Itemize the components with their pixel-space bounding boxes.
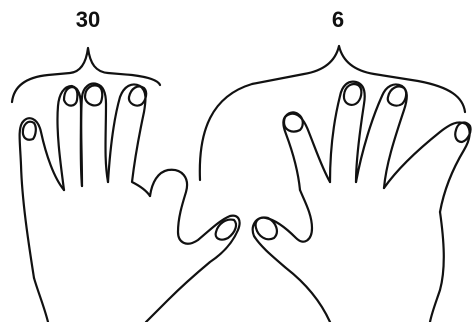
left-palm-edge (34, 278, 48, 322)
right-pinky (384, 122, 470, 212)
left-hand (20, 84, 240, 322)
right-middle-nail (344, 84, 361, 105)
left-middle-nail (85, 85, 102, 105)
right-hand-bracket (200, 46, 465, 180)
right-index-finger (283, 114, 330, 190)
left-hand-count-label: 30 (76, 7, 100, 32)
left-ring-nail (64, 87, 77, 106)
left-thumb (146, 170, 240, 322)
right-hand (253, 82, 471, 322)
left-pinky-nail (23, 122, 36, 140)
right-hand-count-label: 6 (332, 7, 344, 32)
left-ring-finger (57, 86, 82, 190)
right-ring-nail (388, 86, 406, 105)
left-pinky (20, 118, 64, 278)
right-thumb (253, 190, 330, 322)
right-palm-edge (430, 212, 444, 322)
right-index-nail (284, 112, 303, 131)
